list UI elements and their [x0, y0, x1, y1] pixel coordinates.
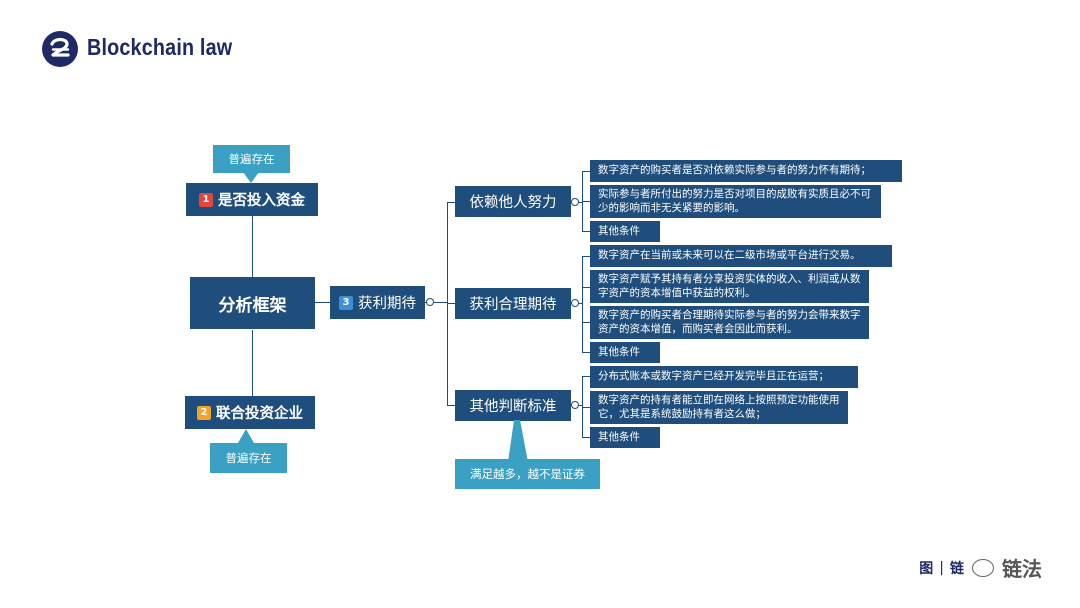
watermark: 链法	[1002, 557, 1042, 581]
caption-text: 链	[950, 560, 964, 577]
brand-name: Blockchain law	[87, 34, 233, 60]
connector-line	[252, 215, 253, 277]
connector-line	[582, 201, 590, 202]
node-label: 联合投资企业	[216, 406, 303, 422]
connector-line	[582, 376, 590, 377]
branch-other-criteria[interactable]: 其他判断标准	[455, 390, 571, 421]
connector-line	[582, 256, 583, 352]
collapse-knob[interactable]	[571, 198, 579, 206]
number-badge: 1	[199, 192, 213, 207]
branch-label: 依赖他人努力	[469, 195, 557, 211]
number-badge: 2	[197, 405, 211, 420]
connector-line	[582, 322, 590, 323]
leaf-item: 数字资产的购买者是否对依赖实际参与者的努力怀有期待；	[590, 160, 902, 182]
leaf-item: 数字资产的购买者合理期待实际参与者的努力会带来数字资产的资本增值，而购买者会因此…	[590, 306, 869, 339]
figure-caption: 图 | 链 链法	[919, 553, 1042, 582]
leaf-item: 数字资产的持有者能立即在网络上按照预定功能使用它，尤其是系统鼓励持有者这么做；	[590, 391, 848, 424]
connector-line	[582, 256, 590, 257]
connector-line	[315, 302, 330, 303]
connector-line	[582, 231, 590, 232]
connector-line	[447, 303, 455, 304]
callout-pointer	[238, 429, 254, 443]
caption-separator: |	[939, 559, 944, 576]
connector-line	[425, 302, 447, 303]
node-profit-expectation[interactable]: 3 获利期待	[330, 286, 425, 319]
caption-prefix: 图	[919, 560, 934, 577]
branch-reasonable-expectation[interactable]: 获利合理期待	[455, 288, 571, 319]
callout-pointer	[508, 420, 528, 462]
connector-line	[582, 287, 590, 288]
branch-rely-on-others[interactable]: 依赖他人努力	[455, 186, 571, 217]
leaf-item: 其他条件	[590, 427, 660, 448]
connector-line	[447, 202, 455, 203]
leaf-item: 其他条件	[590, 342, 660, 363]
node2-note-text: 普遍存在	[225, 451, 272, 465]
branch3-note: 满足越多，越不是证券	[455, 459, 600, 489]
node1-note-text: 普遍存在	[228, 152, 275, 166]
leaf-item: 分布式账本或数字资产已经开发完毕且正在运营；	[590, 366, 858, 388]
node-invest-money[interactable]: 1 是否投入资金	[186, 183, 318, 216]
number-badge: 3	[339, 295, 353, 310]
connector-line	[582, 407, 590, 408]
node-label: 是否投入资金	[218, 193, 305, 209]
leaf-item: 数字资产赋予其持有者分享投资实体的收入、利润或从数字资产的资本增值中获益的权利。	[590, 270, 869, 303]
connector-line	[252, 330, 253, 397]
branch-label: 其他判断标准	[469, 399, 557, 415]
collapse-knob[interactable]	[426, 298, 434, 306]
node2-note: 普遍存在	[210, 443, 287, 473]
collapse-knob[interactable]	[571, 299, 579, 307]
node1-note: 普遍存在	[213, 145, 290, 173]
leaf-item: 实际参与者所付出的努力是否对项目的成败有实质且必不可少的影响而非无关紧要的影响。	[590, 185, 881, 218]
callout-pointer	[243, 172, 259, 183]
collapse-knob[interactable]	[571, 401, 579, 409]
node-label: 获利期待	[358, 296, 416, 312]
connector-line	[582, 171, 590, 172]
branch3-note-text: 满足越多，越不是证券	[470, 467, 585, 481]
blockchain-law-logo-icon	[42, 31, 78, 67]
wechat-icon	[972, 558, 994, 577]
connector-line	[447, 405, 455, 406]
leaf-item: 其他条件	[590, 221, 660, 242]
branch-label: 获利合理期待	[469, 297, 557, 313]
connector-line	[582, 376, 583, 437]
node-common-enterprise[interactable]: 2 联合投资企业	[185, 396, 315, 429]
root-node[interactable]: 分析框架	[190, 277, 315, 329]
root-label: 分析框架	[218, 295, 287, 316]
connector-line	[582, 437, 590, 438]
connector-line	[582, 352, 590, 353]
leaf-item: 数字资产在当前或未来可以在二级市场或平台进行交易。	[590, 245, 892, 267]
